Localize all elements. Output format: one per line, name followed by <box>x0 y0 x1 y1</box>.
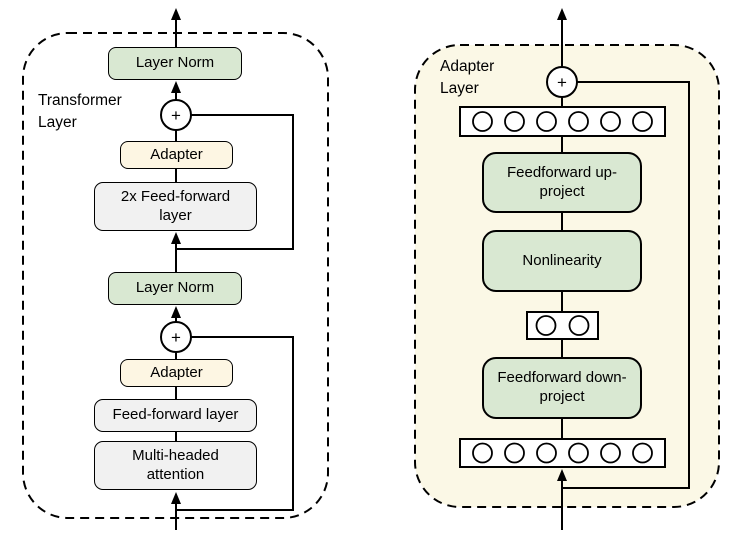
add-node-circle <box>160 99 192 131</box>
multi-headed-attention-box: Multi-headed attention <box>94 441 257 490</box>
feature-circle <box>504 111 525 132</box>
feature-circle <box>632 442 653 464</box>
feature-circle <box>568 315 590 336</box>
feature-circle <box>472 442 493 464</box>
arrowhead-up <box>171 232 181 244</box>
feature-row-top <box>459 106 666 137</box>
add-node-adapter: + <box>557 72 567 92</box>
feature-row-bottom <box>459 438 666 468</box>
feature-circle <box>535 315 557 336</box>
arrowhead-up <box>171 492 181 504</box>
feature-circle <box>600 111 621 132</box>
arrowhead-up <box>171 306 181 318</box>
adapter-layer-title: Adapter Layer <box>440 58 495 97</box>
feature-circle <box>632 111 653 132</box>
feature-circle <box>504 442 525 464</box>
adapter-bottom-box: Adapter <box>120 359 233 387</box>
bottleneck-row <box>526 311 599 340</box>
add-node-bottom-left: + <box>171 327 181 347</box>
add-node-circle <box>160 321 192 353</box>
feedforward-2x-box: 2x Feed-forward layer <box>94 182 257 231</box>
arrowhead-up <box>171 8 181 20</box>
arrowhead-up <box>557 8 567 20</box>
layer-norm-bottom-box: Layer Norm <box>108 272 242 305</box>
feature-circle <box>568 442 589 464</box>
feedforward-layer-box: Feed-forward layer <box>94 399 257 432</box>
feature-circle <box>536 111 557 132</box>
feature-circle <box>472 111 493 132</box>
layer-norm-top-box: Layer Norm <box>108 47 242 80</box>
add-node-circle <box>546 66 578 98</box>
feature-circle <box>568 111 589 132</box>
feature-circle <box>600 442 621 464</box>
nonlinearity-box: Nonlinearity <box>482 230 642 292</box>
skip-connection-adapter <box>562 81 690 489</box>
skip-connection-bottom-left <box>176 336 294 511</box>
arrowhead-up <box>557 469 567 481</box>
feature-circle <box>536 442 557 464</box>
feedforward-down-project-box: Feedforward down-project <box>482 357 642 419</box>
add-node-top-left: + <box>171 105 181 125</box>
adapter-top-box: Adapter <box>120 141 233 169</box>
transformer-layer-title: Transformer Layer <box>38 92 122 131</box>
skip-connection-top-left <box>176 114 294 250</box>
arrowhead-up <box>171 81 181 93</box>
feedforward-up-project-box: Feedforward up-project <box>482 152 642 213</box>
